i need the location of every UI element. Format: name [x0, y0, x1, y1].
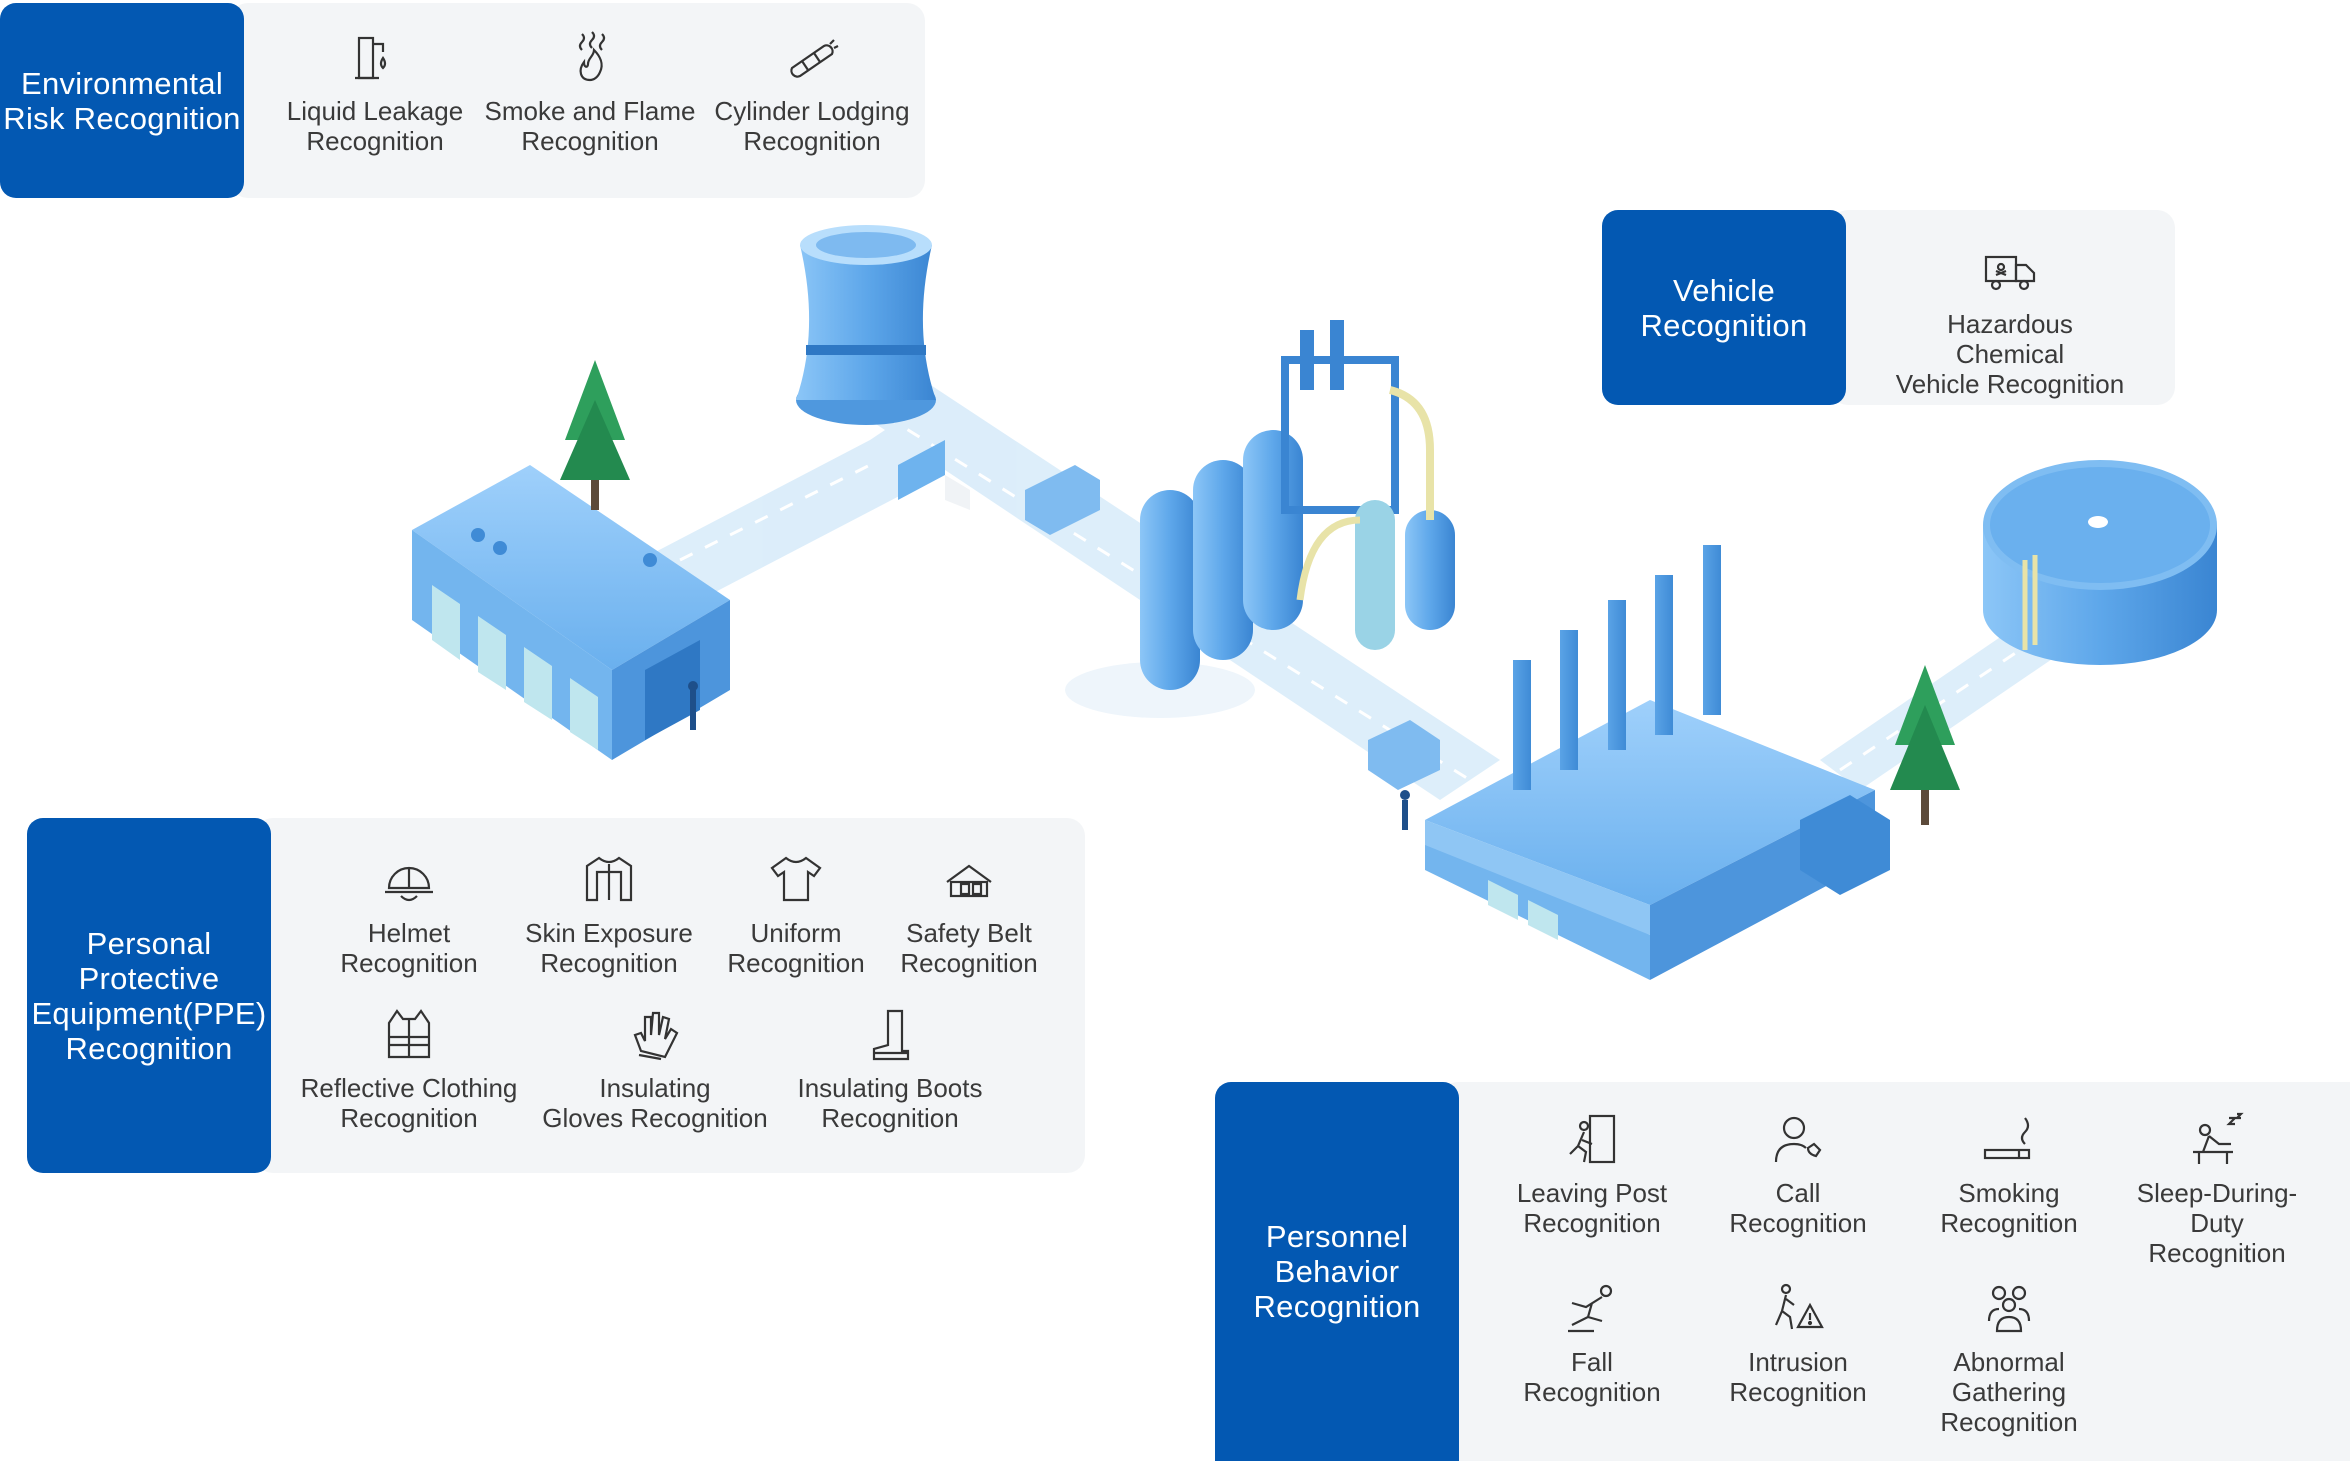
sleep-icon [2189, 1112, 2245, 1168]
cylinder-lodging-item: Cylinder Lodging Recognition [692, 30, 932, 156]
call-item: Call Recognition [1678, 1112, 1918, 1238]
skin-exposure-label: Skin Exposure Recognition [525, 918, 693, 978]
cylinder-lodging-label: Cylinder Lodging Recognition [714, 96, 910, 156]
hazmat-truck-icon [1982, 243, 2038, 299]
truck [898, 440, 1440, 790]
call-label: Call Recognition [1729, 1178, 1867, 1238]
intrusion-item: Intrusion Recognition [1678, 1281, 1918, 1407]
vest-icon [381, 1007, 437, 1063]
ppe-recognition-title: Personal Protective Equipment(PPE) Recog… [27, 818, 271, 1173]
personnel-behavior-title: Personnel Behavior Recognition [1215, 1082, 1459, 1461]
smoking-item: Smoking Recognition [1889, 1112, 2129, 1238]
fall-item: Fall Recognition [1472, 1281, 1712, 1407]
safety-belt-label: Safety Belt Recognition [900, 918, 1038, 978]
smoking-label: Smoking Recognition [1940, 1178, 2078, 1238]
phone-call-icon [1770, 1112, 1826, 1168]
tree [560, 360, 1960, 825]
abnormal-gathering-label: Abnormal Gathering Recognition [1940, 1347, 2078, 1437]
safety-belt-item: Safety Belt Recognition [849, 852, 1089, 978]
hazardous-vehicle-item: Hazardous Chemical Vehicle Recognition [1890, 243, 2130, 399]
helmet-item: Helmet Recognition [289, 852, 529, 978]
skin-exposure-item: Skin Exposure Recognition [489, 852, 729, 978]
leaving-post-item: Leaving Post Recognition [1472, 1112, 1712, 1238]
intrusion-icon [1770, 1281, 1826, 1337]
cigarette-icon [1981, 1112, 2037, 1168]
glove-icon [627, 1007, 683, 1063]
insulating-gloves-item: Insulating Gloves Recognition [535, 1007, 775, 1133]
cooling-tower [796, 225, 936, 425]
safety-belt-icon [941, 852, 997, 908]
smoke-flame-label: Smoke and Flame Recognition [484, 96, 696, 156]
warehouse-building [412, 465, 730, 760]
insulating-boots-label: Insulating Boots Recognition [797, 1073, 983, 1133]
liquid-leakage-item: Liquid Leakage Recognition [255, 30, 495, 156]
intrusion-label: Intrusion Recognition [1729, 1347, 1867, 1407]
environmental-risk-title: Environmental Risk Recognition [0, 3, 244, 198]
uniform-icon [768, 852, 824, 908]
liquid-leakage-icon [347, 30, 403, 86]
leaving-post-icon [1564, 1112, 1620, 1168]
shirt-icon [581, 852, 637, 908]
sleep-during-duty-item: Sleep-During- Duty Recognition [2097, 1112, 2337, 1268]
reflective-clothing-item: Reflective Clothing Recognition [289, 1007, 529, 1133]
insulating-boots-item: Insulating Boots Recognition [770, 1007, 1010, 1133]
leaving-post-label: Leaving Post Recognition [1516, 1178, 1668, 1238]
storage-tank [1983, 460, 2217, 665]
vehicle-recognition-title: Vehicle Recognition [1602, 210, 1846, 405]
reflective-clothing-label: Reflective Clothing Recognition [300, 1073, 518, 1133]
smoke-flame-item: Smoke and Flame Recognition [470, 30, 710, 156]
liquid-leakage-label: Liquid Leakage Recognition [286, 96, 464, 156]
worker-figure [688, 681, 1410, 830]
fall-icon [1564, 1281, 1620, 1337]
main-factory [1425, 545, 1890, 980]
cylinder-icon [784, 30, 840, 86]
boot-icon [862, 1007, 918, 1063]
abnormal-gathering-item: Abnormal Gathering Recognition [1889, 1281, 2129, 1437]
helmet-icon [381, 852, 437, 908]
hazardous-vehicle-label: Hazardous Chemical Vehicle Recognition [1895, 309, 2125, 399]
uniform-item: Uniform Recognition [676, 852, 916, 978]
insulating-gloves-label: Insulating Gloves Recognition [542, 1073, 768, 1133]
helmet-label: Helmet Recognition [340, 918, 478, 978]
flame-icon [562, 30, 618, 86]
uniform-label: Uniform Recognition [727, 918, 865, 978]
gathering-icon [1981, 1281, 2037, 1337]
sleep-during-duty-label: Sleep-During- Duty Recognition [2136, 1178, 2298, 1268]
chemical-plant [1065, 320, 1455, 718]
fall-label: Fall Recognition [1523, 1347, 1661, 1407]
